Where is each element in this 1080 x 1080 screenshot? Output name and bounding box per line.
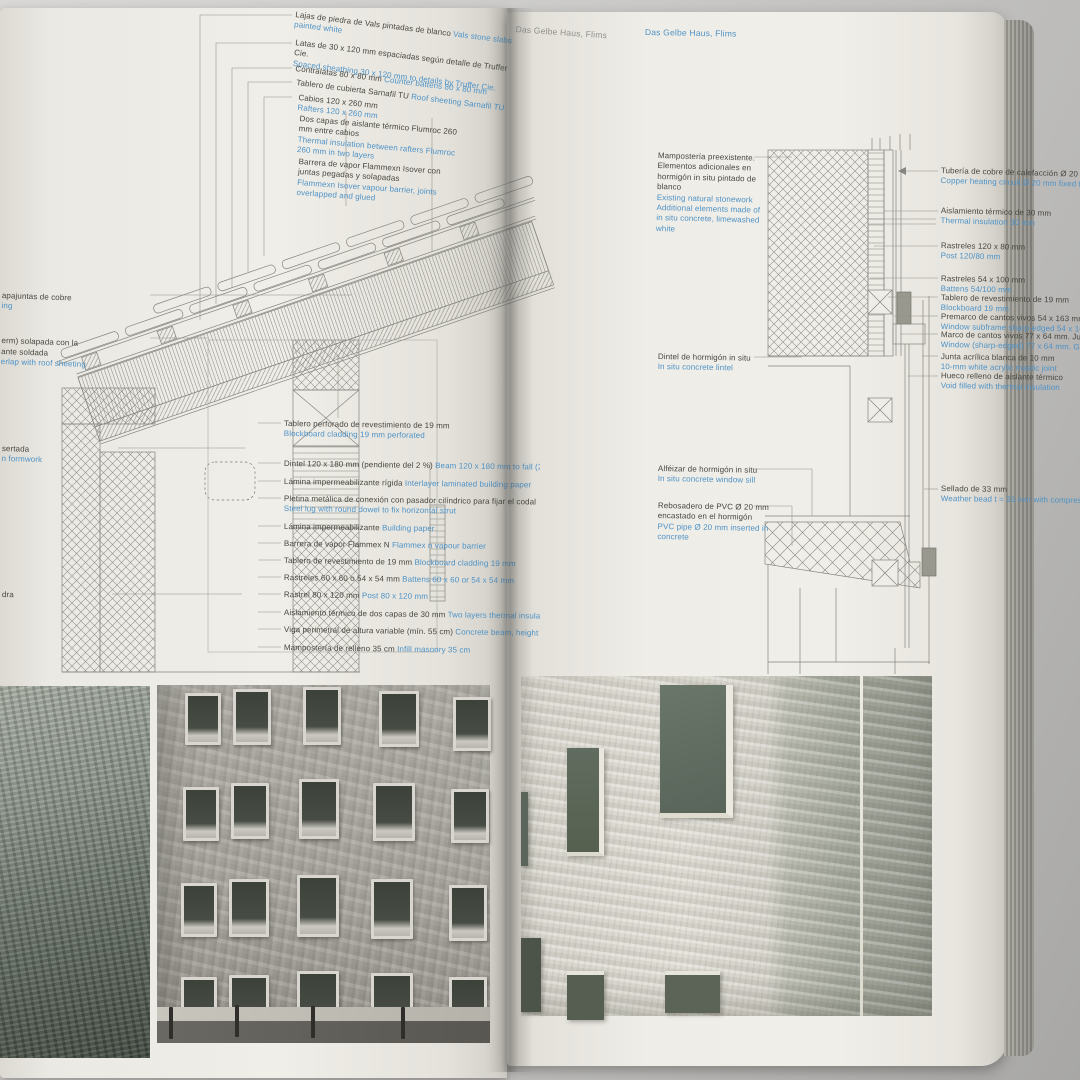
label-en: Infill masonry 35 cm bbox=[397, 644, 471, 655]
label-en: Blockboard cladding 19 mm bbox=[414, 557, 516, 569]
facade-window bbox=[567, 748, 604, 856]
label-es: Barrera de vapor Flammex N bbox=[283, 539, 393, 550]
label-es: Aislamiento térmico de dos capas de 30 m… bbox=[283, 608, 448, 620]
label-es: Rastreles 60 x 60 o 54 x 54 mm bbox=[283, 573, 403, 584]
annotation-label: Marco de cantos vivos 77 x 64 mm. Junqui… bbox=[941, 330, 1080, 354]
label-en: Steel lug with round dowel to fix horizo… bbox=[283, 504, 457, 516]
facade-window bbox=[183, 787, 219, 841]
running-head-right: Das Gelbe Haus, Flims bbox=[644, 27, 737, 39]
label-en: Two layers thermal insulation 30 mm bbox=[447, 610, 540, 621]
label-es: Rastrel 80 x 120 mm bbox=[283, 590, 363, 601]
label-es: Mampostería preexistente. Elementos adic… bbox=[656, 151, 757, 192]
label-en: Flammex n vapour barrier bbox=[391, 540, 487, 551]
annotation-label: Pletina metálica de conexión con pasador… bbox=[284, 494, 544, 518]
facade-window bbox=[449, 885, 487, 941]
label-en: Battens 60 x 60 or 54 x 54 mm bbox=[402, 574, 515, 586]
label-en: Building paper bbox=[381, 523, 435, 534]
label-en: Concrete beam, height variable (min. 55 … bbox=[455, 627, 540, 638]
label-es: dra bbox=[1, 590, 14, 600]
facade-window bbox=[231, 783, 269, 839]
label-es: Viga perimetral de altura variable (mín.… bbox=[283, 625, 456, 637]
facade-window bbox=[373, 783, 415, 841]
label-es: Dintel 120 x 180 mm (pendiente del 2 %) bbox=[283, 459, 436, 471]
roof-eaves-detail-drawing bbox=[56, 14, 555, 673]
facade-window bbox=[521, 792, 528, 866]
annotation-label: Mampostería preexistente. Elementos adic… bbox=[656, 151, 770, 237]
facade-corner-edge bbox=[860, 676, 863, 1016]
label-es: Tablero de revestimiento de 19 mm bbox=[283, 556, 415, 567]
facade-window bbox=[660, 685, 733, 818]
annotation-label: Tablero perforado de revestimiento de 19… bbox=[284, 419, 542, 443]
facade-window bbox=[181, 883, 217, 937]
facade-window bbox=[185, 693, 221, 745]
bollard bbox=[169, 1007, 173, 1039]
label-en: Weather bead t = 33 mm with compression … bbox=[940, 494, 1080, 506]
facade-window bbox=[297, 875, 339, 937]
label-es: Lámina impermeabilizante bbox=[283, 522, 383, 533]
facade-window bbox=[453, 697, 491, 751]
label-en: Existing natural stonework Additional el… bbox=[655, 192, 761, 234]
label-es: Lámina impermeabilizante rígida bbox=[283, 477, 406, 488]
bollard bbox=[311, 1006, 315, 1038]
label-en: Post 80 x 120 mm bbox=[361, 591, 429, 602]
annotation-label: Tubería de cobre de calefacción Ø 20 mm … bbox=[940, 166, 1080, 191]
label-en: In situ concrete lintel bbox=[657, 362, 734, 373]
photo-facade-corner bbox=[521, 676, 932, 1020]
label-en: In situ concrete window sill bbox=[657, 474, 756, 486]
facade-window bbox=[303, 687, 341, 745]
label-es: Mampostería de relleno 35 cm bbox=[283, 643, 398, 654]
facade-window bbox=[233, 689, 271, 745]
label-es: Rebosadero de PVC Ø 20 mm encastado en e… bbox=[657, 501, 769, 523]
facade-window bbox=[451, 789, 489, 843]
facade-window bbox=[665, 971, 720, 1013]
window-jamb-detail-drawing bbox=[754, 134, 938, 674]
facade-window bbox=[299, 779, 339, 839]
bollard bbox=[235, 1005, 239, 1037]
photo-rock-face bbox=[0, 686, 150, 1058]
facade-window bbox=[371, 879, 413, 939]
annotation-label: dra bbox=[2, 590, 102, 602]
facade-window bbox=[229, 879, 269, 937]
label-en: PVC pipe Ø 20 mm inserted in concrete bbox=[657, 521, 769, 542]
annotation-label: Rebosadero de PVC Ø 20 mm encastado en e… bbox=[657, 501, 780, 545]
label-en: Interlayer laminated building paper bbox=[404, 478, 532, 490]
page-stack-edge bbox=[1004, 20, 1034, 1056]
pavement bbox=[157, 1007, 490, 1023]
photo-facade-window-grid bbox=[157, 685, 491, 1043]
label-en: Beam 120 x 180 mm to fall (2 %) bbox=[435, 461, 540, 472]
facade-window bbox=[567, 971, 604, 1020]
bollard bbox=[401, 1007, 405, 1039]
facade-window bbox=[379, 691, 419, 747]
street-shadow bbox=[157, 1021, 490, 1043]
facade-window bbox=[521, 938, 541, 1012]
